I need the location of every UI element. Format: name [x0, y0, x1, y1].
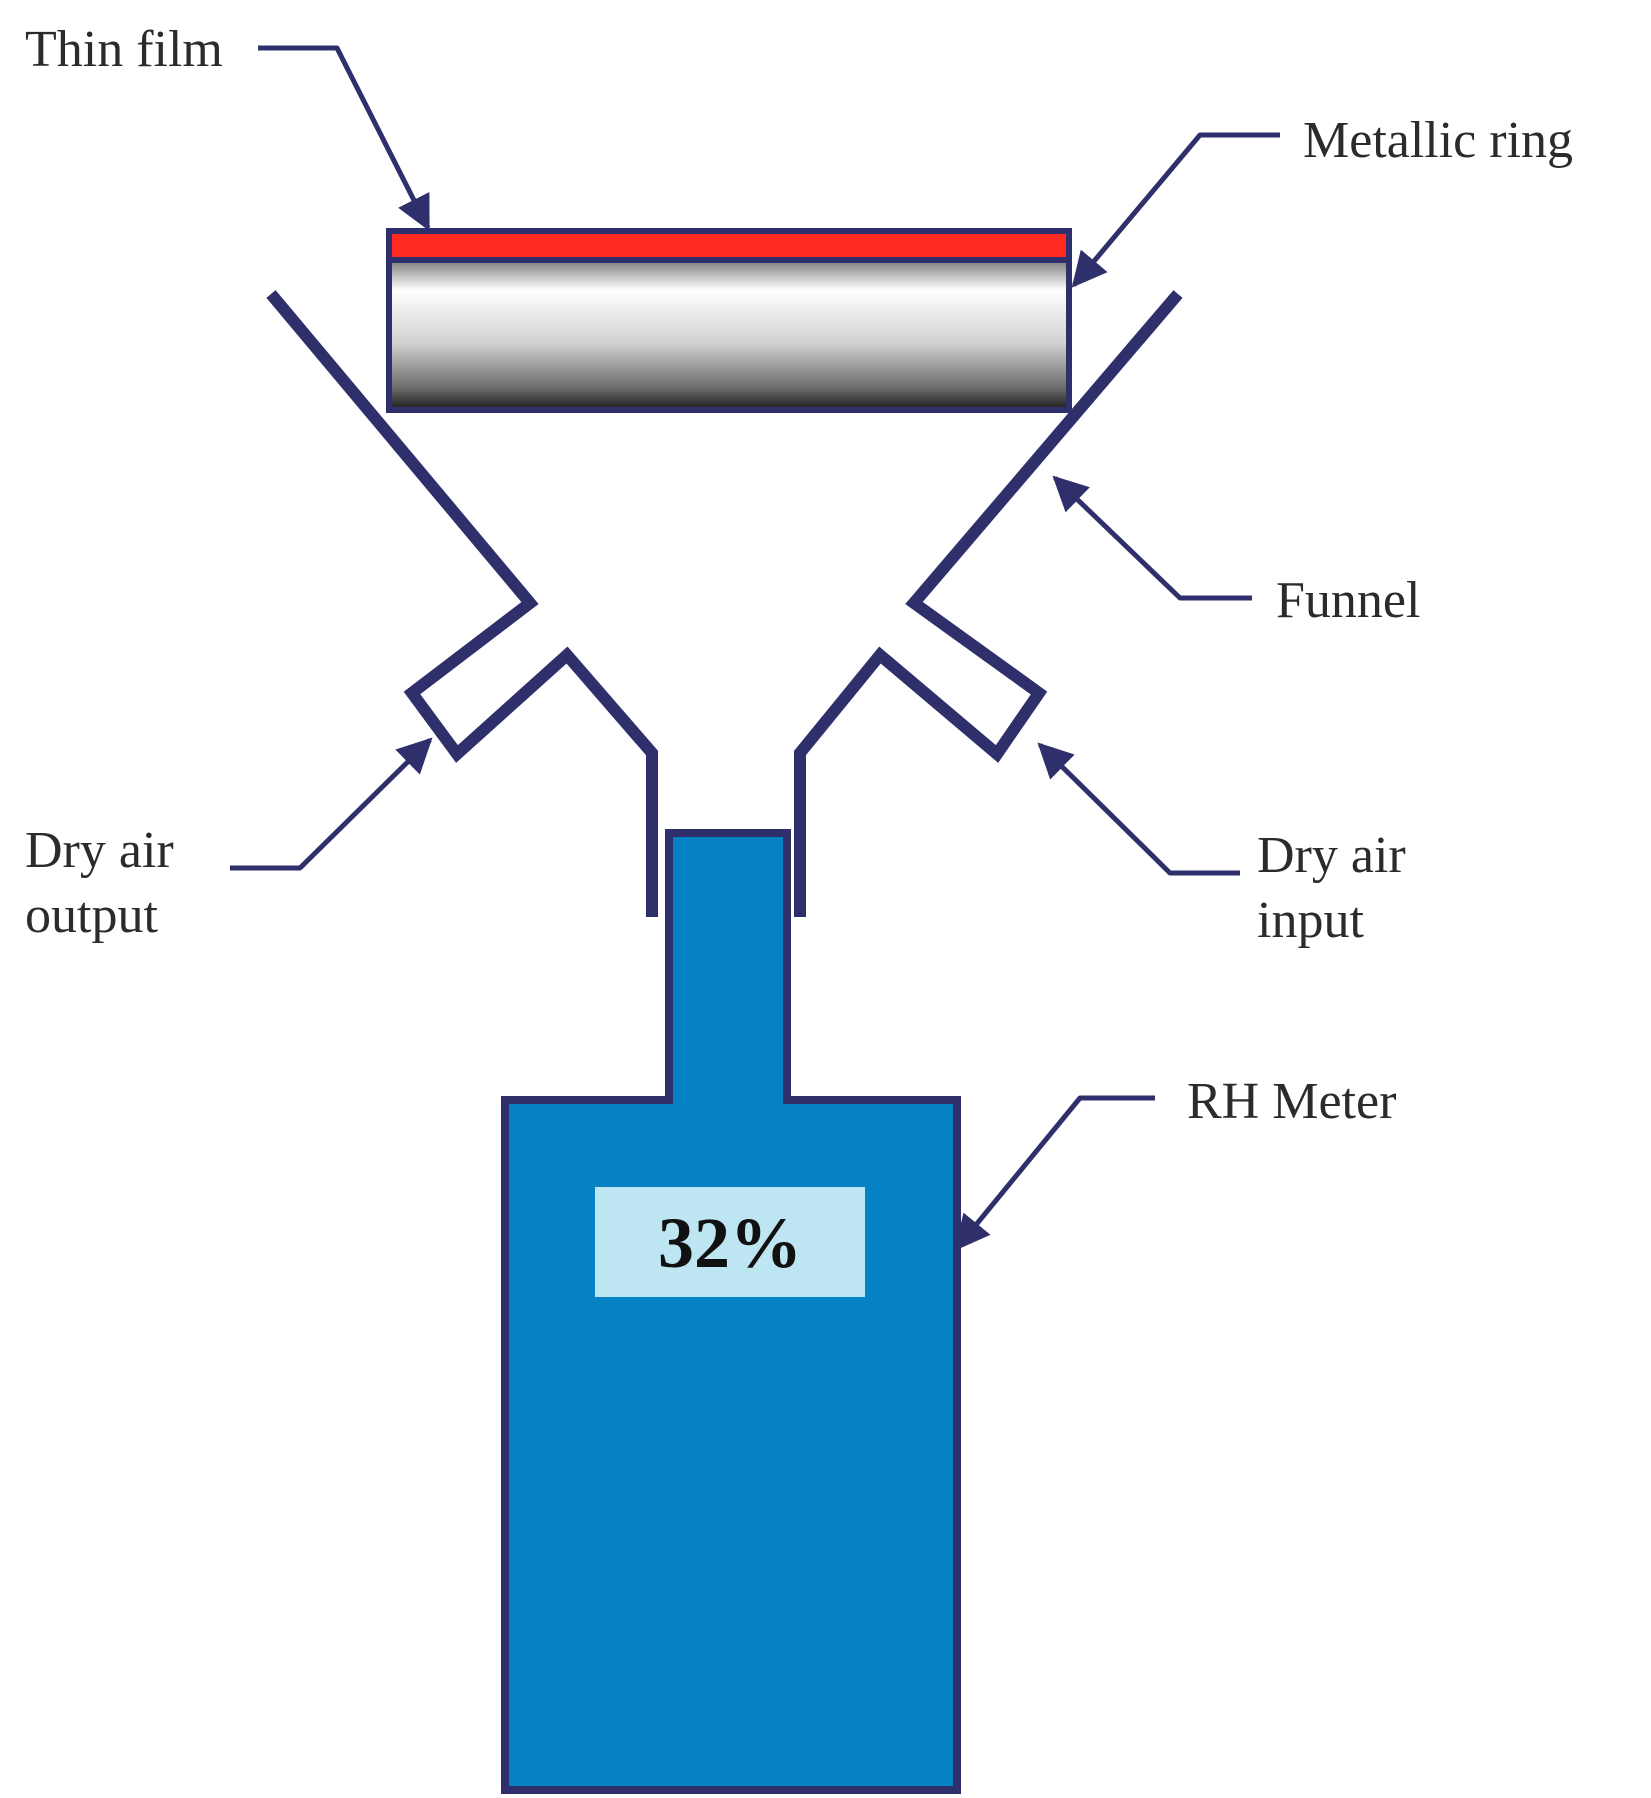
rh-meter-leader — [954, 1095, 1155, 1251]
thin-film — [386, 228, 1072, 263]
rh-meter-body — [501, 829, 961, 1794]
dry-air-output-label-line2: output — [25, 887, 158, 944]
rh-meter-label: RH Meter — [1187, 1073, 1396, 1130]
thin-film-leader — [258, 45, 431, 232]
funnel-left-wall — [266, 290, 658, 917]
funnel — [266, 290, 1183, 917]
dry-air-output-label-line1: Dry air — [25, 822, 174, 879]
funnel-right-wall — [794, 290, 1183, 917]
dry-air-input-label-line2: input — [1257, 892, 1364, 949]
funnel-label: Funnel — [1276, 572, 1420, 629]
funnel-leader — [1052, 475, 1252, 601]
dry-air-input-leader — [1037, 742, 1240, 876]
dry-air-input-label-line1: Dry air — [1257, 827, 1406, 884]
rh-meter-display — [595, 1187, 865, 1297]
rh-meter-reading: 32% — [658, 1203, 802, 1283]
metallic-ring — [386, 257, 1072, 413]
dry-air-output-leader — [230, 737, 433, 871]
thin-film-label: Thin film — [25, 21, 223, 78]
metallic-ring-label: Metallic ring — [1303, 112, 1573, 169]
metallic-ring-leader — [1071, 132, 1280, 288]
